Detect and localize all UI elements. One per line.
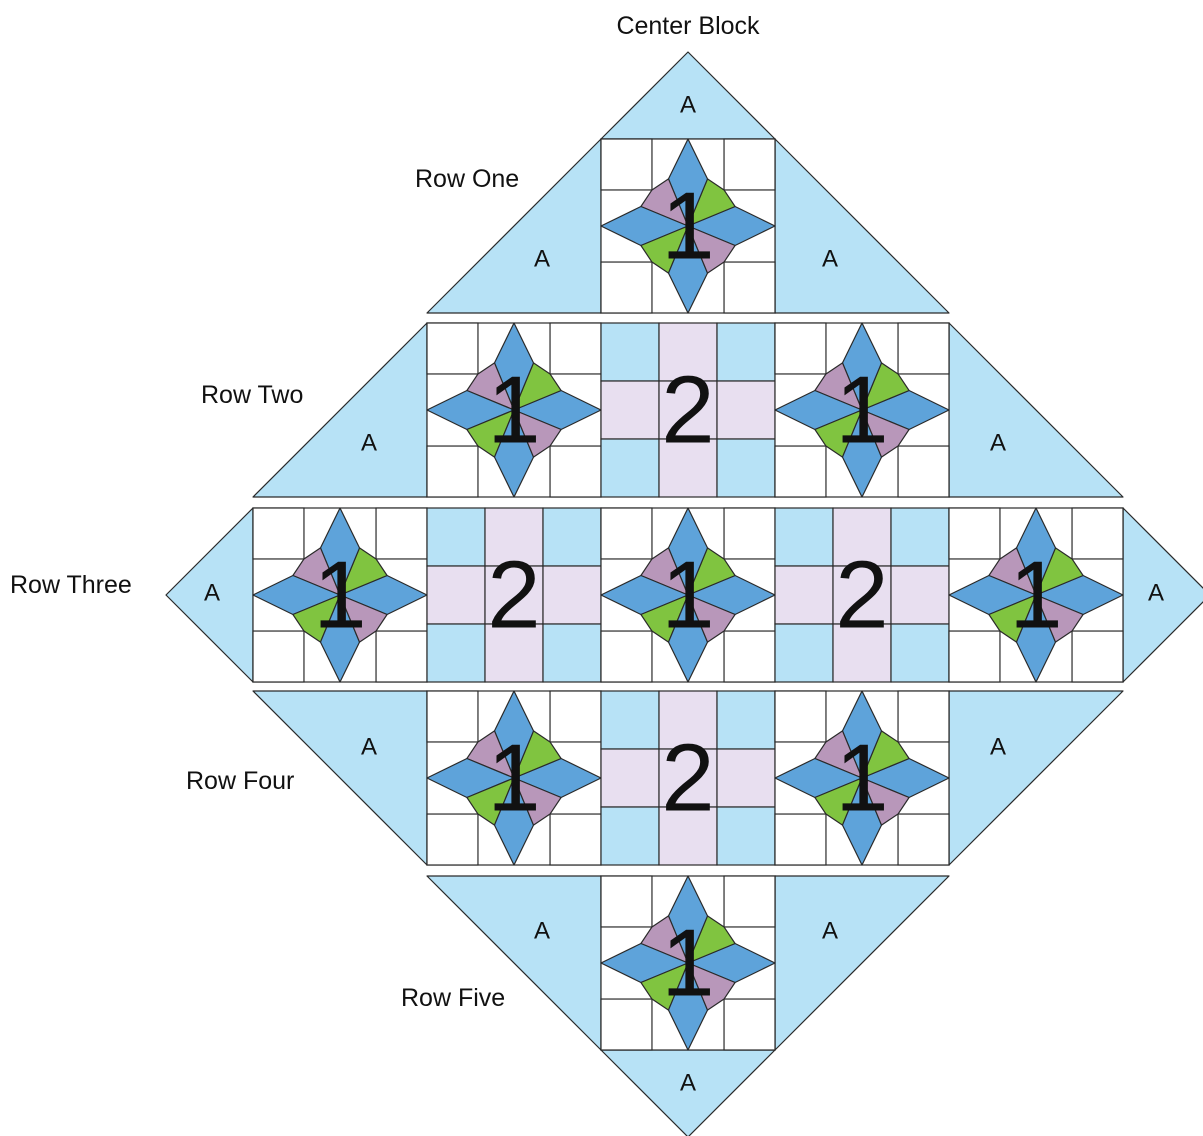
row-three-label: Row Three	[10, 571, 132, 599]
star-corner-square	[775, 446, 826, 497]
star-corner-square	[724, 508, 775, 559]
star-corner-square	[376, 631, 427, 682]
nine-patch-square	[601, 691, 659, 749]
star-corner-square	[427, 691, 478, 742]
star-corner-square	[1072, 631, 1123, 682]
block-number: 1	[835, 357, 888, 464]
row-five-label: Row Five	[401, 984, 505, 1012]
nine-patch-square	[891, 566, 949, 624]
nine-patch-square	[543, 624, 601, 682]
star-corner-square	[898, 446, 949, 497]
setting-triangle-row-two-left	[253, 323, 427, 497]
nine-patch-square	[601, 749, 659, 807]
nine-patch-square	[427, 508, 485, 566]
block-number: 1	[313, 542, 366, 649]
star-corner-square	[724, 999, 775, 1050]
block-number: 1	[487, 725, 540, 832]
star-corner-square	[427, 323, 478, 374]
row-two-label: Row Two	[201, 381, 303, 409]
nine-patch-square	[427, 566, 485, 624]
setting-triangle-letter: A	[534, 245, 550, 272]
star-corner-square	[898, 323, 949, 374]
star-corner-square	[724, 631, 775, 682]
star-corner-square	[601, 631, 652, 682]
nine-patch-square	[427, 624, 485, 682]
star-corner-square	[724, 262, 775, 313]
star-corner-square	[550, 446, 601, 497]
nine-patch-square	[891, 624, 949, 682]
star-corner-square	[949, 508, 1000, 559]
block-number: 1	[661, 542, 714, 649]
nine-patch-square	[543, 566, 601, 624]
nine-patch-square	[717, 749, 775, 807]
star-corner-square	[601, 139, 652, 190]
star-corner-square	[1072, 508, 1123, 559]
nine-patch-square	[775, 508, 833, 566]
setting-triangle-row-four-right	[949, 691, 1123, 865]
star-corner-square	[253, 508, 304, 559]
nine-patch-square	[717, 381, 775, 439]
star-corner-square	[601, 999, 652, 1050]
nine-patch-square	[543, 508, 601, 566]
nine-patch-square	[717, 691, 775, 749]
star-corner-square	[775, 323, 826, 374]
star-corner-square	[376, 508, 427, 559]
star-corner-square	[775, 814, 826, 865]
setting-triangle-letter: A	[680, 91, 696, 118]
star-corner-square	[550, 323, 601, 374]
block-number: 2	[661, 725, 714, 832]
nine-patch-square	[717, 323, 775, 381]
star-corner-square	[724, 139, 775, 190]
star-corner-square	[601, 508, 652, 559]
setting-triangle-row-two-right	[949, 323, 1123, 497]
star-corner-square	[427, 814, 478, 865]
nine-patch-square	[717, 439, 775, 497]
setting-triangle-letter: A	[990, 733, 1006, 760]
nine-patch-square	[775, 624, 833, 682]
setting-triangle-letter: A	[1148, 579, 1164, 606]
star-corner-square	[949, 631, 1000, 682]
row-one-label: Row One	[415, 165, 519, 193]
block-number: 1	[661, 910, 714, 1017]
star-corner-square	[775, 691, 826, 742]
setting-triangle-letter: A	[204, 579, 220, 606]
setting-triangle-letter: A	[361, 429, 377, 456]
star-corner-square	[601, 876, 652, 927]
nine-patch-square	[775, 566, 833, 624]
block-number: 1	[835, 725, 888, 832]
row-four-label: Row Four	[186, 767, 294, 795]
star-corner-square	[550, 814, 601, 865]
setting-triangle-letter: A	[822, 917, 838, 944]
nine-patch-square	[601, 807, 659, 865]
setting-triangle-letter: A	[822, 245, 838, 272]
star-corner-square	[550, 691, 601, 742]
block-number: 1	[661, 173, 714, 280]
nine-patch-square	[601, 381, 659, 439]
center-block-label: Center Block	[616, 12, 760, 40]
star-corner-square	[898, 814, 949, 865]
star-corner-square	[253, 631, 304, 682]
block-number: 2	[835, 542, 888, 649]
block-number: 2	[487, 542, 540, 649]
setting-triangle-letter: A	[990, 429, 1006, 456]
setting-triangle-row-one-right	[775, 139, 949, 313]
block-number: 2	[661, 357, 714, 464]
nine-patch-square	[601, 323, 659, 381]
block-number: 1	[487, 357, 540, 464]
nine-patch-square	[891, 508, 949, 566]
star-corner-square	[898, 691, 949, 742]
setting-triangle-letter: A	[680, 1069, 696, 1096]
setting-triangle-letter: A	[361, 733, 377, 760]
setting-triangle-row-five-right	[775, 876, 949, 1050]
block-number: 1	[1009, 542, 1062, 649]
setting-triangle-letter: A	[534, 917, 550, 944]
setting-triangle-row-five-left	[427, 876, 601, 1050]
nine-patch-square	[601, 439, 659, 497]
star-corner-square	[724, 876, 775, 927]
star-corner-square	[601, 262, 652, 313]
star-corner-square	[427, 446, 478, 497]
nine-patch-square	[717, 807, 775, 865]
